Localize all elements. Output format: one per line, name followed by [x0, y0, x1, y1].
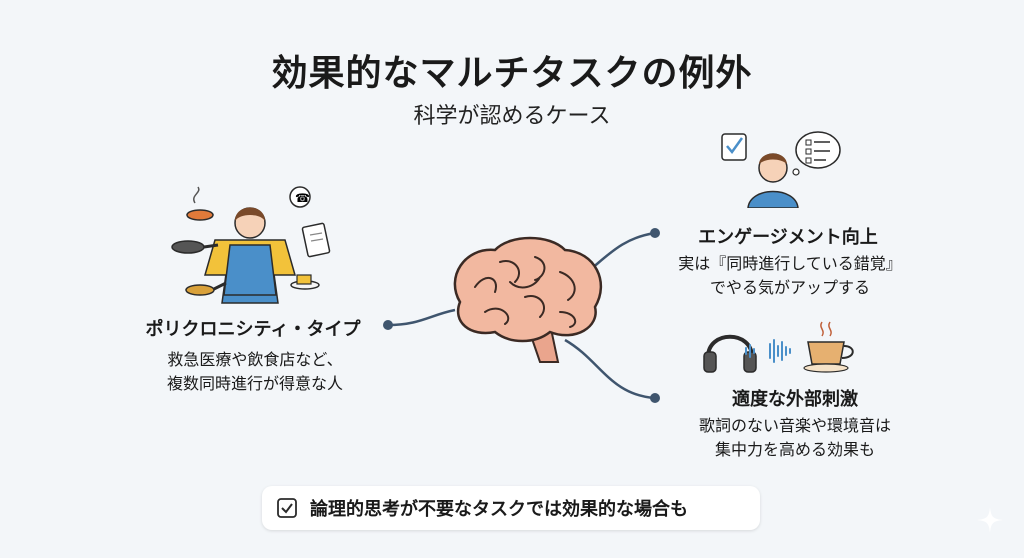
- sparkle-icon: [977, 507, 1003, 533]
- external-stimulus-heading: 適度な外部刺激: [732, 389, 858, 410]
- polychronicity-description: 救急医療や飲食店など、 複数同時進行が得意な人: [130, 348, 380, 396]
- description-line: 歌詞のない音楽や環境音は: [698, 416, 891, 435]
- footer-note: 論理的思考が不要なタスクでは効果的な場合も: [262, 486, 760, 530]
- description-line: 集中力を高める効果も: [714, 440, 875, 459]
- engagement-heading: エンゲージメント向上: [698, 227, 878, 248]
- checkbox-icon: [277, 498, 297, 518]
- external-stimulus-description: 歌詞のない音楽や環境音は 集中力を高める効果も: [660, 414, 930, 462]
- description-line: でやる気がアップする: [709, 278, 870, 297]
- svg-text:☎: ☎: [295, 191, 310, 205]
- description-line: 実は『同時進行している錯覚』: [678, 254, 902, 273]
- footer-text: 論理的思考が不要なタスクでは効果的な場合も: [310, 499, 688, 520]
- polychronicity-heading: ポリクロニシティ・タイプ: [145, 319, 361, 340]
- page-title: 効果的なマルチタスクの例外: [271, 53, 753, 94]
- thinking-person-illustration: [721, 131, 841, 208]
- description-line: 複数同時進行が得意な人: [166, 374, 343, 393]
- brain-illustration: [453, 236, 603, 363]
- multitasking-person-illustration: ☎: [171, 186, 331, 304]
- engagement-description: 実は『同時進行している錯覚』 でやる気がアップする: [640, 252, 940, 300]
- coffee-cup-icon: [803, 321, 854, 373]
- description-line: 救急医療や飲食店など、: [167, 350, 343, 369]
- sound-wave-icon: [745, 339, 791, 363]
- page-subtitle: 科学が認めるケース: [413, 104, 611, 129]
